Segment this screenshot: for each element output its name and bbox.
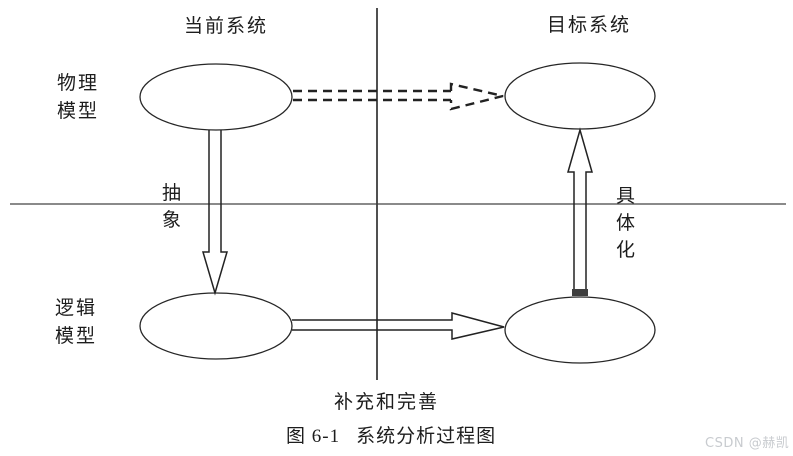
label-abstraction: 抽 象 [162, 180, 183, 234]
figure-caption-title: 系统分析过程图 [356, 426, 497, 447]
abstraction-char2: 象 [162, 210, 184, 231]
label-logical-model: 逻辑 模型 [55, 295, 97, 351]
abstraction-char1: 抽 [162, 183, 184, 204]
header-current-system: 当前系统 [184, 16, 269, 37]
label-refinement: 补充和完善 [334, 392, 440, 413]
physical-model-line1: 物理 [57, 73, 100, 94]
concretization-char1: 具 [616, 186, 638, 207]
label-physical-model: 物理 模型 [57, 70, 99, 126]
logical-model-line1: 逻辑 [55, 298, 98, 319]
csdn-watermark: CSDN @赫凯 [705, 436, 790, 451]
logical-model-line2: 模型 [55, 326, 98, 347]
target-logical-model-ellipse [504, 296, 656, 364]
header-target-system: 目标系统 [547, 15, 632, 36]
target-physical-model-ellipse [504, 62, 656, 130]
refinement-right-arrow [292, 312, 505, 340]
concretization-up-arrow [567, 127, 593, 296]
concretization-char3: 化 [616, 240, 638, 261]
current-physical-model-ellipse [139, 63, 293, 131]
concretization-char2: 体 [616, 213, 638, 234]
figure-caption-label: 图 6-1 [286, 426, 341, 447]
figure-caption: 图 6-1 系统分析过程图 [286, 427, 496, 446]
concretization-arrow-base [572, 289, 588, 296]
current-logical-model-ellipse [139, 292, 293, 360]
abstraction-down-arrow [201, 130, 229, 296]
label-concretization: 具 体 化 [616, 183, 637, 264]
physical-model-line2: 模型 [57, 101, 100, 122]
dashed-arrow-physical-to-target [293, 82, 504, 111]
